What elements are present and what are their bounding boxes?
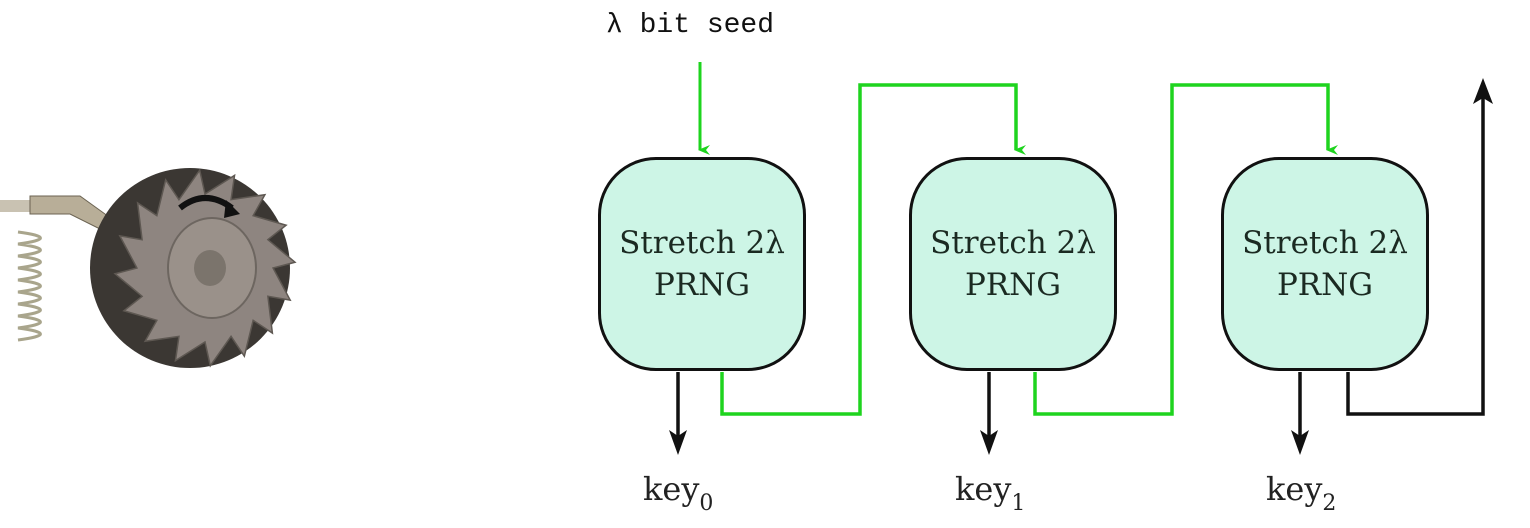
key-arrowhead-0: [669, 430, 687, 455]
prng-block-title: Stretch 2λ: [619, 225, 785, 261]
key-label-2: key2: [1266, 470, 1336, 516]
gear-axle: [194, 250, 226, 286]
prng-block-subtitle: PRNG: [1276, 267, 1374, 303]
key-base: key: [643, 470, 700, 508]
key-label-1: key1: [955, 470, 1025, 516]
chain-path-0-to-1: [720, 83, 1026, 416]
prng-block-subtitle: PRNG: [964, 267, 1062, 303]
key-base: key: [955, 470, 1012, 508]
prng-block-title: Stretch 2λ: [930, 225, 1096, 261]
prng-block-1: Stretch 2λ PRNG: [909, 157, 1117, 371]
key-label-0: key0: [643, 470, 713, 516]
rotation-arrow-icon: [178, 195, 240, 218]
ratchet-wheel-icon: [0, 168, 297, 368]
spring-icon: [17, 230, 42, 342]
prng-block-0: Stretch 2λ PRNG: [598, 157, 806, 371]
prng-block-2: Stretch 2λ PRNG: [1221, 157, 1429, 371]
key-arrows: [669, 372, 1309, 455]
key-subscript: 1: [1011, 491, 1026, 516]
next-state-path: [1346, 92, 1485, 416]
key-arrowhead-2: [1291, 430, 1309, 455]
next-state-arrowhead: [1473, 78, 1493, 104]
key-subscript: 0: [699, 491, 714, 516]
key-arrowhead-1: [980, 430, 998, 455]
chain-path-1-to-2: [1033, 83, 1338, 416]
key-subscript: 2: [1322, 491, 1337, 516]
seed-label: λ bit seed: [606, 10, 775, 41]
prng-block-subtitle: PRNG: [653, 267, 751, 303]
prng-block-title: Stretch 2λ: [1242, 225, 1408, 261]
key-base: key: [1266, 470, 1323, 508]
